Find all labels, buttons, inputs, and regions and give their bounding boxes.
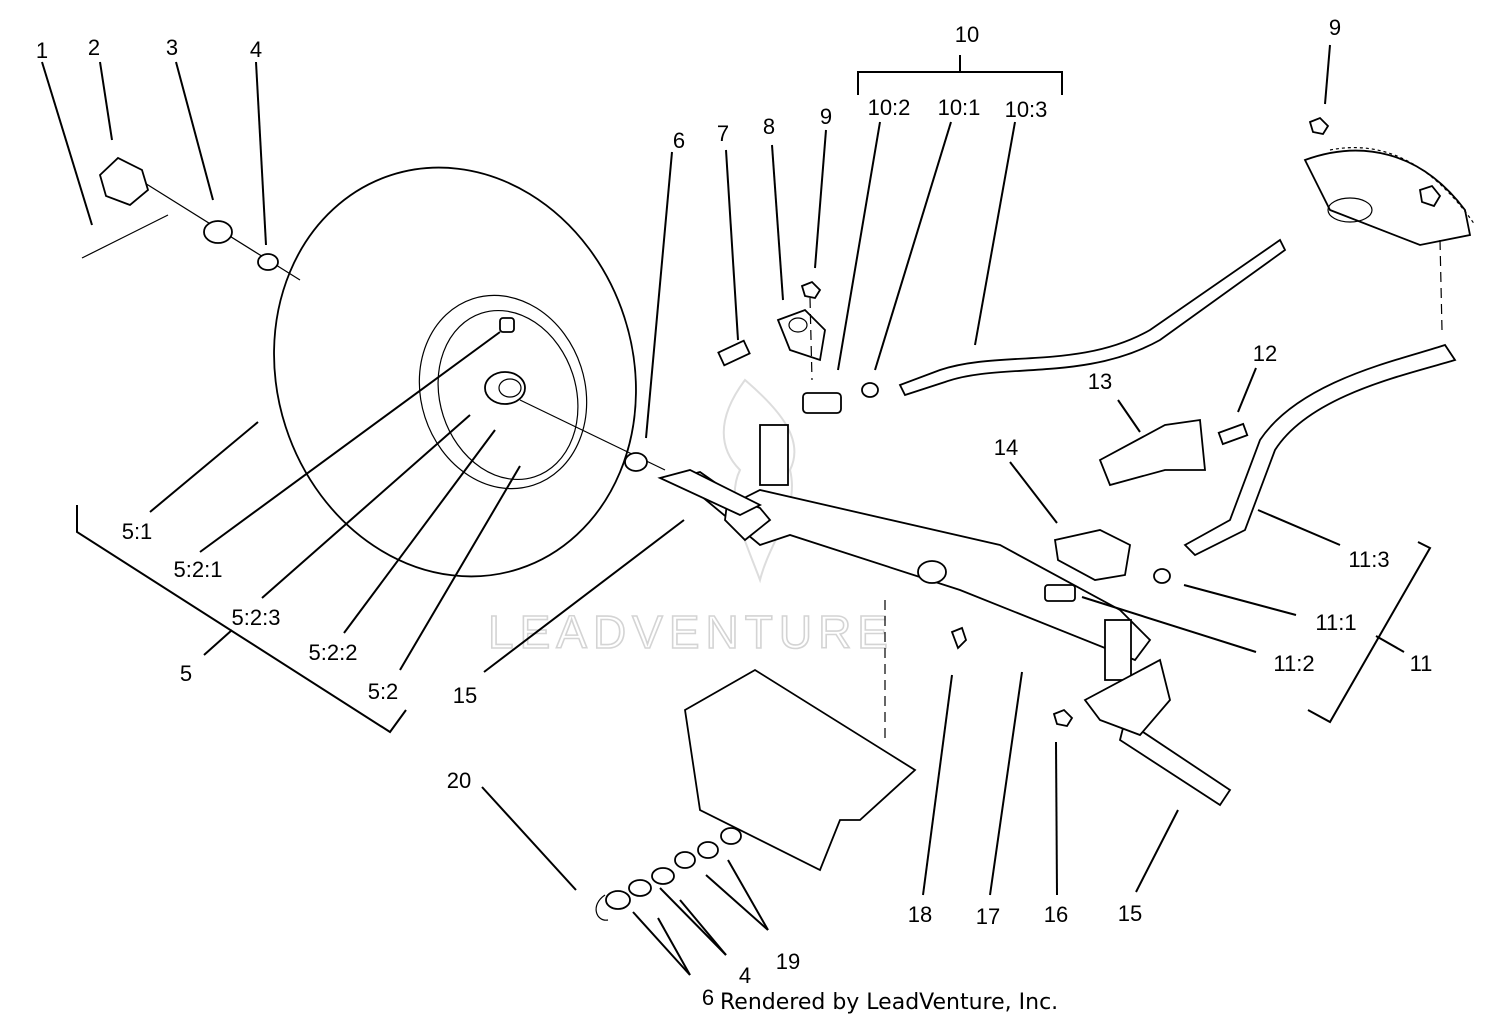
callout-11-1: 11:1 bbox=[1315, 610, 1356, 635]
right-spindle-arm bbox=[1083, 658, 1171, 737]
sector-stud-line bbox=[1439, 239, 1443, 331]
leader-lines bbox=[41, 44, 1432, 976]
nut-11-1 bbox=[1153, 568, 1171, 584]
drag-link-10 bbox=[898, 238, 1287, 397]
callout-5: 5 bbox=[180, 661, 192, 686]
nut-9-left bbox=[800, 280, 822, 300]
callout-3: 3 bbox=[166, 35, 178, 60]
rim-inner bbox=[437, 309, 579, 481]
callout-12: 12 bbox=[1253, 341, 1277, 366]
pivot-bracket bbox=[1098, 418, 1249, 487]
steering-arm-left bbox=[717, 280, 879, 414]
callout-11-3: 11:3 bbox=[1348, 547, 1389, 572]
callout-4-bottom: 4 bbox=[739, 963, 751, 988]
washer-stack bbox=[595, 827, 742, 921]
steering-arm bbox=[776, 308, 826, 362]
nut-9-right bbox=[1308, 116, 1330, 136]
washer-19-b bbox=[697, 841, 719, 859]
callout-4-top: 4 bbox=[250, 37, 262, 62]
right-spindle-shaft bbox=[1118, 718, 1232, 807]
sector-gear-bore bbox=[1327, 197, 1373, 223]
hub-bearing bbox=[484, 371, 526, 405]
hub-cap bbox=[98, 156, 150, 207]
nut-16 bbox=[1052, 708, 1074, 728]
tie-rod-end-11-2 bbox=[1044, 584, 1076, 602]
bracket-13 bbox=[1098, 418, 1206, 487]
callout-5-2: 5:2 bbox=[368, 679, 399, 704]
callout-5-2-1: 5:2:1 bbox=[174, 557, 223, 582]
nut-10-1 bbox=[861, 382, 879, 398]
grease-fitting-18 bbox=[950, 626, 968, 650]
callout-1: 1 bbox=[36, 38, 48, 63]
washer-3 bbox=[203, 220, 233, 244]
callout-15-left: 15 bbox=[453, 683, 477, 708]
right-spindle-boss bbox=[1104, 619, 1132, 681]
stud-line bbox=[809, 297, 813, 381]
sector-nut bbox=[1418, 184, 1442, 208]
callout-20: 20 bbox=[447, 768, 471, 793]
left-spindle-boss bbox=[759, 424, 789, 486]
callout-14: 14 bbox=[994, 435, 1018, 460]
washer-4 bbox=[257, 253, 279, 271]
bolt-12 bbox=[1217, 422, 1249, 446]
sector-gear-plate bbox=[1303, 149, 1472, 246]
hub-cap-parts bbox=[81, 156, 648, 472]
pivot-washer bbox=[917, 560, 947, 584]
washer-19-a bbox=[674, 851, 696, 869]
callout-7: 7 bbox=[717, 121, 729, 146]
left-spindle-shaft bbox=[657, 469, 763, 516]
washer-stack-2 bbox=[628, 879, 652, 897]
washer-6-bottom bbox=[605, 890, 631, 910]
callout-9-right: 9 bbox=[1329, 15, 1341, 40]
callout-labels: 1 2 3 4 6 7 8 9 10 10:2 10:1 10:3 9 13 1… bbox=[36, 15, 1433, 1010]
tire bbox=[273, 166, 637, 578]
watermark-text: LEADVENTURE bbox=[488, 606, 894, 658]
steering-arm-14 bbox=[1053, 529, 1131, 581]
axle-mount-plate bbox=[684, 668, 917, 872]
callout-8: 8 bbox=[763, 114, 775, 139]
valve-stem bbox=[499, 317, 515, 333]
callout-15-right: 15 bbox=[1118, 901, 1142, 926]
e-clip-20 bbox=[595, 894, 609, 921]
washer-6 bbox=[624, 452, 648, 472]
callout-6-top: 6 bbox=[673, 128, 685, 153]
wheel-assembly bbox=[273, 166, 637, 578]
callout-9-mid: 9 bbox=[820, 104, 832, 129]
front-axle bbox=[657, 424, 1232, 807]
footer-credit: Rendered by LeadVenture, Inc. bbox=[720, 990, 1058, 1015]
callout-5-2-3: 5:2:3 bbox=[232, 605, 281, 630]
callout-10: 10 bbox=[955, 22, 979, 47]
callout-11-2: 11:2 bbox=[1273, 651, 1314, 676]
callout-18: 18 bbox=[908, 902, 932, 927]
callout-6-bottom: 6 bbox=[702, 985, 714, 1010]
tie-rod-end-10-2 bbox=[802, 392, 842, 414]
watermark: LEADVENTURE bbox=[487, 378, 894, 659]
watermark-flame-logo bbox=[722, 378, 796, 584]
pin-7 bbox=[717, 339, 751, 367]
washer-19-c bbox=[720, 827, 742, 845]
callout-10-1: 10:1 bbox=[938, 95, 981, 120]
washer-4-bottom bbox=[651, 867, 675, 885]
rim-outer bbox=[418, 294, 588, 490]
steering-arm-hole bbox=[788, 317, 808, 333]
sector-gear bbox=[1303, 116, 1476, 331]
callout-19: 19 bbox=[776, 949, 800, 974]
hub-bore bbox=[498, 378, 522, 398]
callout-16: 16 bbox=[1044, 902, 1068, 927]
callout-17: 17 bbox=[976, 904, 1000, 929]
tie-rod-11 bbox=[1183, 343, 1457, 557]
callout-5-2-2: 5:2:2 bbox=[309, 640, 358, 665]
cotter-pin bbox=[81, 214, 169, 259]
callout-13: 13 bbox=[1088, 369, 1112, 394]
callout-5-1: 5:1 bbox=[122, 519, 153, 544]
callout-2: 2 bbox=[88, 35, 100, 60]
callout-11: 11 bbox=[1410, 651, 1433, 676]
callout-10-2: 10:2 bbox=[868, 95, 911, 120]
callout-10-3: 10:3 bbox=[1005, 97, 1048, 122]
